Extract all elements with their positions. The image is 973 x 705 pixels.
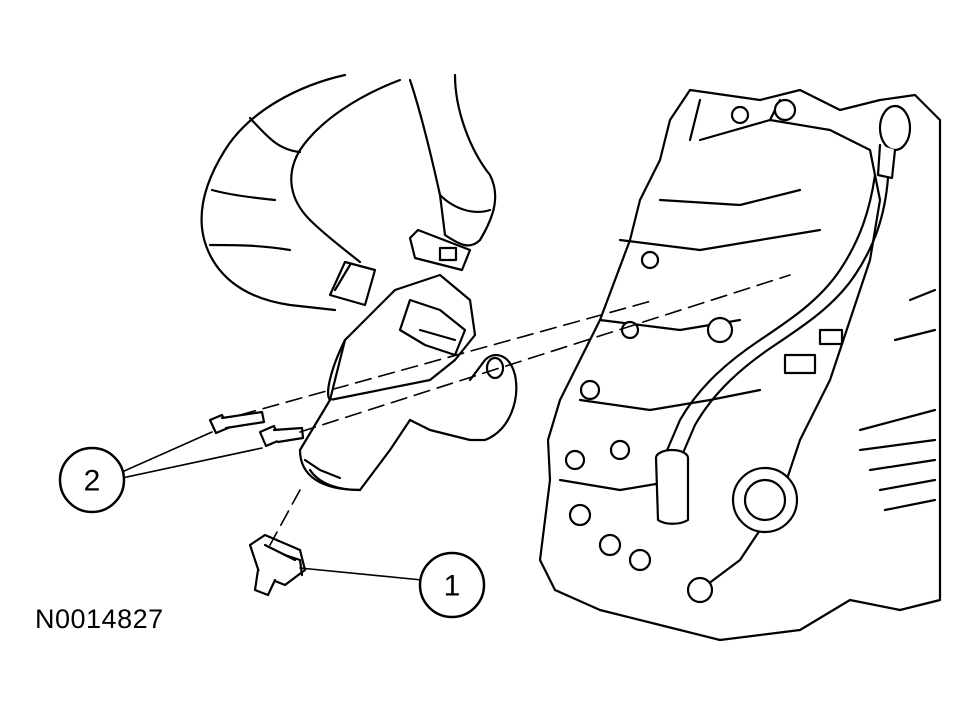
bypass-hose xyxy=(408,73,497,247)
assembly-guide-lines xyxy=(239,274,791,546)
callout-leaders xyxy=(121,431,423,581)
temperature-sensor-part xyxy=(248,533,307,597)
figure-id: N0014827 xyxy=(35,604,164,634)
callout-number-1: 1 xyxy=(444,570,461,603)
dipstick-tube xyxy=(654,104,912,525)
callout-circle-2 xyxy=(58,446,126,514)
hose-clamp xyxy=(328,228,472,307)
callout-circle-1 xyxy=(418,551,486,619)
callout-number-2: 2 xyxy=(84,465,101,498)
thermostat-housing xyxy=(298,273,518,492)
upper-coolant-hose xyxy=(200,73,402,312)
transmission-case xyxy=(538,88,942,642)
bolts-part xyxy=(208,410,305,448)
